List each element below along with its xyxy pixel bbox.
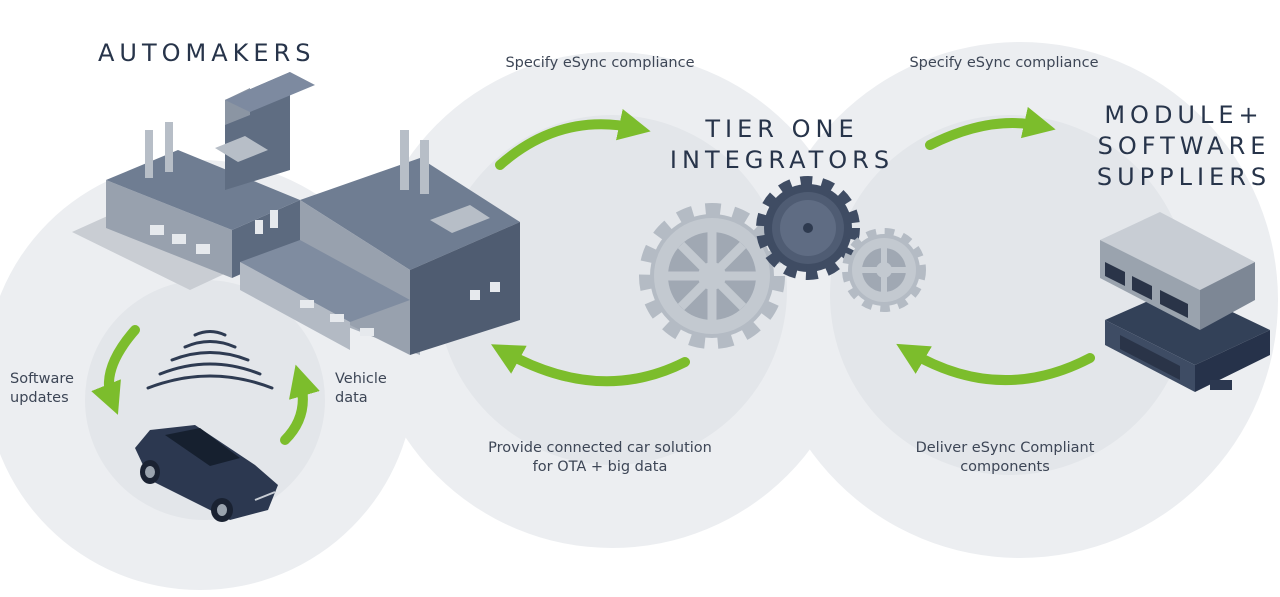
caption-vehicle-data-line-1: Vehicle <box>335 371 387 387</box>
tier-one-heading: TIER ONE INTEGRATORS <box>662 114 902 176</box>
suppliers-heading: MODULE+ SOFTWARE SUPPLIERS <box>1088 100 1280 193</box>
arrow-specify-right <box>925 106 1056 150</box>
caption-vehicle-data: Vehicle data <box>335 370 387 408</box>
caption-software-updates-line-1: Software <box>10 371 74 387</box>
caption-vehicle-data-line-2: data <box>335 390 368 406</box>
caption-software-updates-line-2: updates <box>10 390 69 406</box>
factory-icon <box>72 72 520 355</box>
suppliers-heading-line-1: MODULE+ <box>1104 101 1264 129</box>
caption-provide-line-1: Provide connected car solution <box>488 440 712 456</box>
car-icon <box>135 425 278 522</box>
caption-provide: Provide connected car solution for OTA +… <box>455 439 745 477</box>
arrow-provide <box>491 344 690 387</box>
caption-specify-right: Specify eSync compliance <box>909 55 1099 71</box>
caption-deliver-line-1: Deliver eSync Compliant <box>915 440 1095 456</box>
signal-waves-icon <box>146 330 274 390</box>
arrow-software-updates <box>91 325 140 415</box>
arrow-specify-left <box>495 109 651 170</box>
automakers-heading: AUTOMAKERS <box>98 39 316 67</box>
background-circles <box>0 42 1278 590</box>
caption-deliver-line-2: components <box>960 459 1050 475</box>
tier-one-heading-line-2: INTEGRATORS <box>669 146 895 174</box>
arrow-vehicle-data <box>280 364 320 445</box>
caption-software-updates: Software updates <box>10 370 74 408</box>
ecu-module-icon <box>1100 212 1270 392</box>
flow-arrows <box>91 106 1095 445</box>
suppliers-heading-line-2: SOFTWARE <box>1097 132 1271 160</box>
gears-icon <box>639 176 926 349</box>
caption-provide-line-2: for OTA + big data <box>532 459 668 475</box>
arrow-deliver <box>896 343 1095 386</box>
suppliers-heading-line-3: SUPPLIERS <box>1096 163 1272 191</box>
tier-one-heading-line-1: TIER ONE <box>705 115 859 143</box>
caption-specify-left: Specify eSync compliance <box>505 55 695 71</box>
caption-deliver: Deliver eSync Compliant components <box>880 439 1130 477</box>
